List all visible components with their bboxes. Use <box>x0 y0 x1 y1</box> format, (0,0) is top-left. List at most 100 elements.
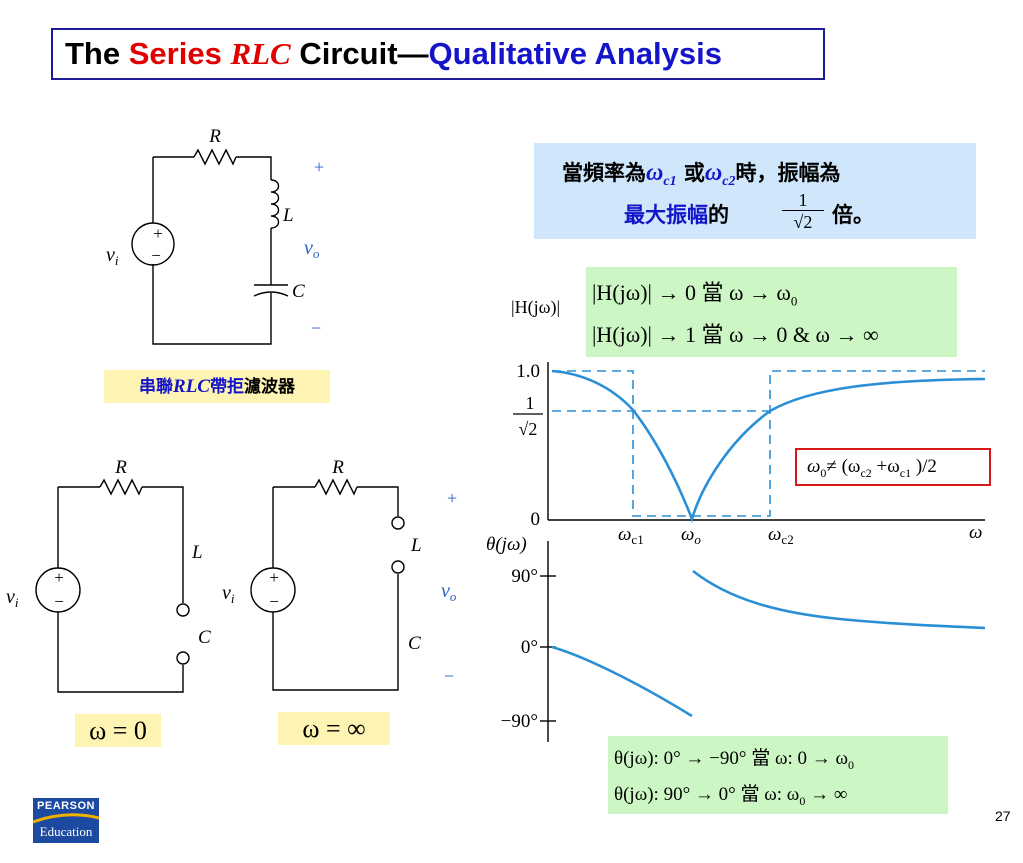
inductor-label: L <box>282 205 294 226</box>
callout-max-amplitude: 最大振幅 <box>624 203 708 227</box>
filter-type-label: 串聯RLC帶拒濾波器 <box>104 370 330 403</box>
callout-omega-c2: ω <box>704 160 723 186</box>
filter-label-rlc: RLC <box>173 376 210 397</box>
callout-text-times: 倍。 <box>832 203 874 227</box>
callout-frac-den: √2 <box>782 210 824 233</box>
inductor-label: L <box>410 535 422 556</box>
output-plus-sign: + <box>314 157 324 177</box>
tick-label-one: 1.0 <box>516 361 540 382</box>
series-rlc-circuit: + − R L C vi + vo − <box>106 126 324 345</box>
resistor-symbol <box>193 148 237 166</box>
output-minus-sign: − <box>444 666 454 686</box>
wire <box>57 612 184 693</box>
phase-conditions-box: θ(jω): 0° → −90° 當 ω: 0 → ω0 θ(jω): 90° … <box>608 736 948 814</box>
title-part-analysis: Qualitative Analysis <box>428 36 723 71</box>
filter-label-bandstop: 帶拒 <box>209 377 244 397</box>
source-voltage-label: vi <box>222 582 235 606</box>
callout-text-a: 當頻率為 <box>562 161 646 185</box>
tick-label-zero: 0 <box>531 509 541 530</box>
pearson-logo-swoosh <box>33 813 99 824</box>
pearson-logo <box>33 798 99 843</box>
voltage-source-circle <box>131 222 175 266</box>
title-part-series: Series <box>128 36 231 71</box>
phase-axis-label: θ(jω) <box>486 534 527 555</box>
phase-curve-high <box>692 569 986 630</box>
phase-tick-label-90: 90° <box>511 566 538 587</box>
source-plus-sign: + <box>54 568 64 587</box>
callout-text-b: 或 <box>676 161 705 185</box>
callout-text-c: 時，振幅為 <box>735 161 841 185</box>
callout-line-2: 最大振幅的 <box>624 199 729 229</box>
omega-zero-label: ω = 0 <box>75 714 161 747</box>
callout-omega-c1: ω <box>646 160 664 186</box>
source-minus-sign: − <box>269 592 279 611</box>
frequency-response-plot: |H(jω)| 1.0 1 √2 0 ωc1 ωo ωc2 ω θ(jω) 90… <box>486 297 986 742</box>
open-terminal <box>176 603 190 617</box>
output-voltage-label: vo <box>441 580 457 604</box>
wire <box>142 486 184 603</box>
pearson-logo-subtext: Education <box>39 824 93 839</box>
filter-label-filter: 濾波器 <box>243 377 295 397</box>
filter-label-series: 串聯 <box>139 377 174 397</box>
phase-tick-label-neg90: −90° <box>501 711 538 732</box>
phase-curve-low <box>551 645 693 718</box>
resistor-symbol <box>314 478 358 496</box>
open-terminal <box>391 516 405 530</box>
open-terminal <box>391 560 405 574</box>
omega-infinity-label: ω = ∞ <box>278 712 390 745</box>
callout-omega-c2-sub: c2 <box>722 174 736 190</box>
capacitor-label: C <box>198 627 211 648</box>
output-voltage-label: vo <box>304 237 320 261</box>
tick-label-frac-den: √2 <box>519 419 538 439</box>
resistor-label: R <box>331 457 344 478</box>
magnitude-condition-2: |H(jω)| → 1 當 ω → 0 & ω → ∞ <box>592 322 879 347</box>
title-part-the: The <box>65 36 129 71</box>
x-tick-omega-c2: ωc2 <box>768 524 794 547</box>
circuit-omega-infinity: + − R L C vi + vo − <box>222 457 457 691</box>
output-minus-sign: − <box>311 318 321 338</box>
voltage-source-circle <box>35 567 81 613</box>
source-minus-sign: − <box>151 246 161 265</box>
source-voltage-label: vi <box>106 244 119 268</box>
magnitude-conditions-box: |H(jω)| → 0 當 ω → ω0 |H(jω)| → 1 當 ω → 0… <box>586 267 957 357</box>
callout-box: 當頻率為ωc1 或ωc2時，振幅為 最大振幅的 1 √2 倍。 <box>534 143 976 239</box>
wire <box>236 156 272 180</box>
callout-text-de: 的 <box>708 203 729 227</box>
source-plus-sign: + <box>153 224 163 243</box>
phase-tick-label-0: 0° <box>521 637 538 658</box>
wire <box>152 264 272 345</box>
tick-label-frac-num: 1 <box>526 393 535 413</box>
wire <box>272 574 399 691</box>
source-minus-sign: − <box>54 592 64 611</box>
x-tick-omega-c1: ωc1 <box>618 524 644 547</box>
x-axis-label-omega: ω <box>969 522 982 543</box>
callout-fraction: 1 √2 <box>782 190 824 233</box>
capacitor-label: C <box>292 281 305 302</box>
slide-title: The Series RLC Circuit—Qualitative Analy… <box>51 28 825 80</box>
resistor-label: R <box>114 457 127 478</box>
capacitor-plate-curved <box>253 291 289 297</box>
title-part-circuit: Circuit— <box>290 36 429 71</box>
circuit-omega-zero: v + − R L C vi <box>6 457 211 693</box>
wire <box>357 486 399 516</box>
capacitor-label: C <box>408 633 421 654</box>
phase-condition-1: θ(jω): 0° → −90° 當 ω: 0 → ω0 <box>614 748 855 772</box>
callout-line-1: 當頻率為ωc1 或ωc2時，振幅為 <box>562 157 840 190</box>
magnitude-axis-label: |H(jω)| <box>511 297 560 318</box>
title-part-rlc: RLC <box>230 36 291 71</box>
page-number: 27 <box>995 808 1011 824</box>
phase-condition-2: θ(jω): 90° → 0° 當 ω: ω0 → ∞ <box>614 784 848 808</box>
source-voltage-label: vi <box>6 586 19 610</box>
output-plus-sign: + <box>447 488 457 508</box>
resistor-symbol <box>99 478 143 496</box>
pearson-logo-text: PEARSON <box>37 800 95 812</box>
magnitude-curve <box>551 369 986 524</box>
magnitude-condition-1: |H(jω)| → 0 當 ω → ω0 <box>592 280 798 309</box>
resistor-label: R <box>208 126 221 147</box>
callout-frac-num: 1 <box>798 190 808 210</box>
inductor-label: L <box>191 542 203 563</box>
source-plus-sign: + <box>269 568 279 587</box>
callout-omega-c1-sub: c1 <box>663 174 677 190</box>
voltage-source-circle <box>250 567 296 613</box>
x-tick-omega-o: ωo <box>681 524 701 547</box>
